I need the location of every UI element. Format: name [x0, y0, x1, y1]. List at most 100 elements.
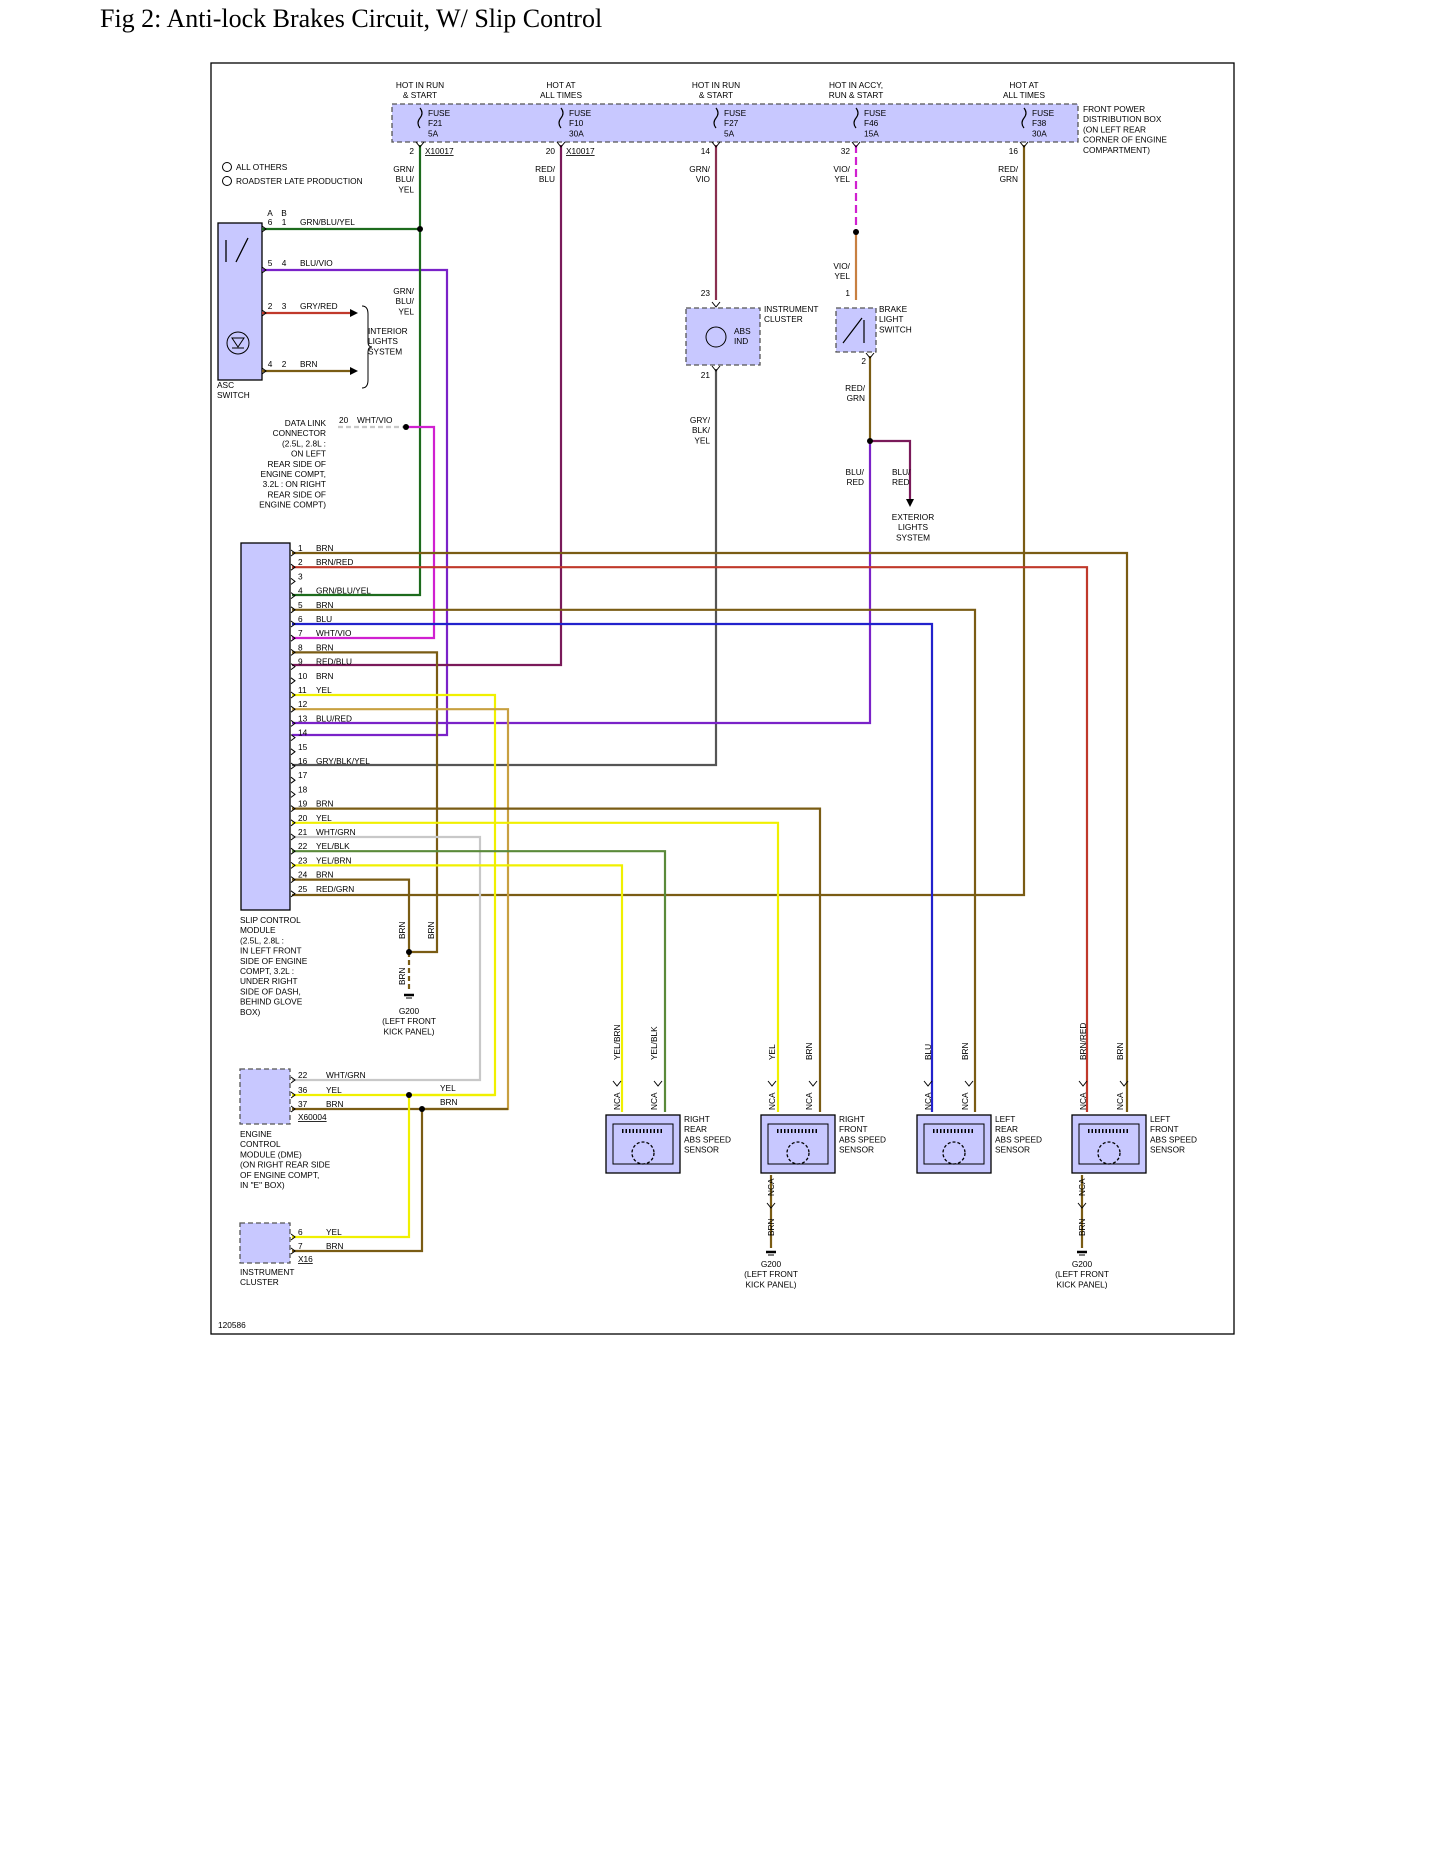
wire-color-label: YEL — [398, 184, 414, 194]
dlc-label: CONNECTOR — [273, 428, 326, 438]
fuse-pin-number: 20 — [546, 146, 556, 156]
pin-mark — [290, 776, 296, 784]
pin-number: 23 — [701, 288, 711, 298]
pin-number: 6 — [298, 1227, 303, 1237]
dlc-label: 3.2L : ON RIGHT — [263, 479, 326, 489]
wire-color-label: BRN — [316, 600, 334, 610]
pin-number: 20 — [339, 415, 349, 425]
wire-color-label: BRN — [397, 967, 407, 985]
fuse-hot-label: & START — [699, 90, 733, 100]
asc-switch-box — [217, 222, 263, 381]
wire — [292, 1095, 411, 1239]
engine-control-module-box — [239, 1068, 291, 1125]
fuse-label: F10 — [569, 118, 584, 128]
wire-color-label: GRN — [1000, 174, 1018, 184]
power-distribution-box-label: (ON LEFT REAR — [1083, 124, 1146, 134]
wire-color-label: BRN — [300, 359, 318, 369]
wire-color-label: GRN/BLU/YEL — [300, 217, 355, 227]
asc-switch-label: ASC — [217, 380, 234, 390]
wire-color-label: RED — [892, 477, 910, 487]
ground-label: (LEFT FRONT — [744, 1269, 798, 1279]
wire — [292, 145, 563, 667]
fuse-hot-label: HOT AT — [546, 80, 575, 90]
splice-dot — [853, 229, 859, 235]
wire-color-label: BLU — [923, 1044, 933, 1060]
wire-color-label: BRN — [766, 1218, 776, 1236]
pin-number: 14 — [298, 728, 308, 738]
slip-control-module-label: SLIP CONTROL — [240, 915, 301, 925]
pin-mark — [711, 365, 721, 372]
abs-sensor-box — [605, 1114, 681, 1174]
power-distribution-box-label: CORNER OF ENGINE — [1083, 135, 1167, 145]
fuse-hot-label: HOT IN RUN — [396, 80, 444, 90]
exterior-lights-label: SYSTEM — [896, 532, 930, 542]
pin-mark — [415, 141, 425, 148]
interior-lights-arrow — [350, 309, 358, 317]
pin-number: 22 — [298, 841, 308, 851]
pin-mark — [1077, 1202, 1087, 1209]
slip-control-module-box — [240, 542, 291, 911]
pin-mark — [290, 762, 296, 770]
ground-label: KICK PANEL) — [383, 1026, 434, 1036]
pin-number: 4 — [268, 359, 273, 369]
wire-color-label: BRN — [326, 1099, 344, 1109]
abs-sensor-label: LEFT — [995, 1114, 1015, 1124]
pin-mark — [290, 1233, 296, 1241]
pin-mark — [851, 141, 861, 148]
pin-number: 3 — [282, 301, 287, 311]
instrument-cluster-label: INSTRUMENT — [764, 304, 818, 314]
pin-number: 21 — [701, 370, 711, 380]
ground-label: (LEFT FRONT — [382, 1016, 436, 1026]
wire — [292, 807, 822, 1112]
pin-mark — [653, 1080, 663, 1087]
ecm-label: CONTROL — [240, 1139, 281, 1149]
wire — [292, 551, 1129, 1112]
splice-dot — [867, 438, 873, 444]
slip-control-module-label: BOX) — [240, 1007, 261, 1017]
wire — [262, 268, 449, 737]
brake-light-switch-box — [835, 307, 877, 353]
wire-color-label: YEL — [440, 1083, 456, 1093]
wire-color-label: YEL — [326, 1085, 342, 1095]
dlc-label: DATA LINK — [285, 418, 327, 428]
pin-number: 2 — [298, 557, 303, 567]
ecm-label: ENGINE — [240, 1129, 272, 1139]
pin-number: 37 — [298, 1099, 308, 1109]
tone-ring-icon — [942, 1141, 966, 1165]
led-icon — [231, 337, 245, 349]
wire — [292, 425, 436, 640]
asc-col-a: A — [267, 208, 273, 218]
pin-mark — [290, 649, 296, 656]
pin-mark — [290, 805, 296, 812]
pin-mark — [290, 663, 296, 670]
fuse-label: 5A — [428, 128, 439, 138]
pin-mark — [1019, 141, 1029, 148]
wire-color-label: VIO/ — [833, 164, 850, 174]
wire — [870, 439, 912, 500]
wire-color-label: YEL/BRN — [316, 855, 352, 865]
wire-color-label: GRN — [847, 393, 865, 403]
wire-color-label: WHT/VIO — [316, 628, 352, 638]
wire-color-label: GRN/ — [393, 286, 414, 296]
wire-color-label: BRN — [326, 1241, 344, 1251]
wire-color-label: WHT/GRN — [326, 1070, 366, 1080]
dlc-label: ENGINE COMPT) — [259, 500, 326, 510]
abs-indicator-label: IND — [734, 336, 748, 346]
wire — [292, 608, 977, 1112]
nca-label: NCA — [1077, 1178, 1087, 1196]
fuse-label: FUSE — [724, 108, 747, 118]
pin-mark — [808, 1080, 818, 1087]
abs-sensor-label: FRONT — [839, 1124, 868, 1134]
fuse-label: 30A — [1032, 128, 1047, 138]
slip-control-module-label: (2.5L, 2.8L : — [240, 935, 284, 945]
pin-number: 23 — [298, 855, 308, 865]
pin-number: 4 — [298, 586, 303, 596]
brake-switch-label: SWITCH — [879, 324, 912, 334]
interior-lights-label: LIGHTS — [368, 336, 398, 346]
pin-mark — [261, 367, 267, 375]
wire-color-label: VIO — [696, 174, 711, 184]
wire-color-label: WHT/VIO — [357, 415, 393, 425]
legend-symbol — [222, 176, 232, 186]
ground-label: (LEFT FRONT — [1055, 1269, 1109, 1279]
